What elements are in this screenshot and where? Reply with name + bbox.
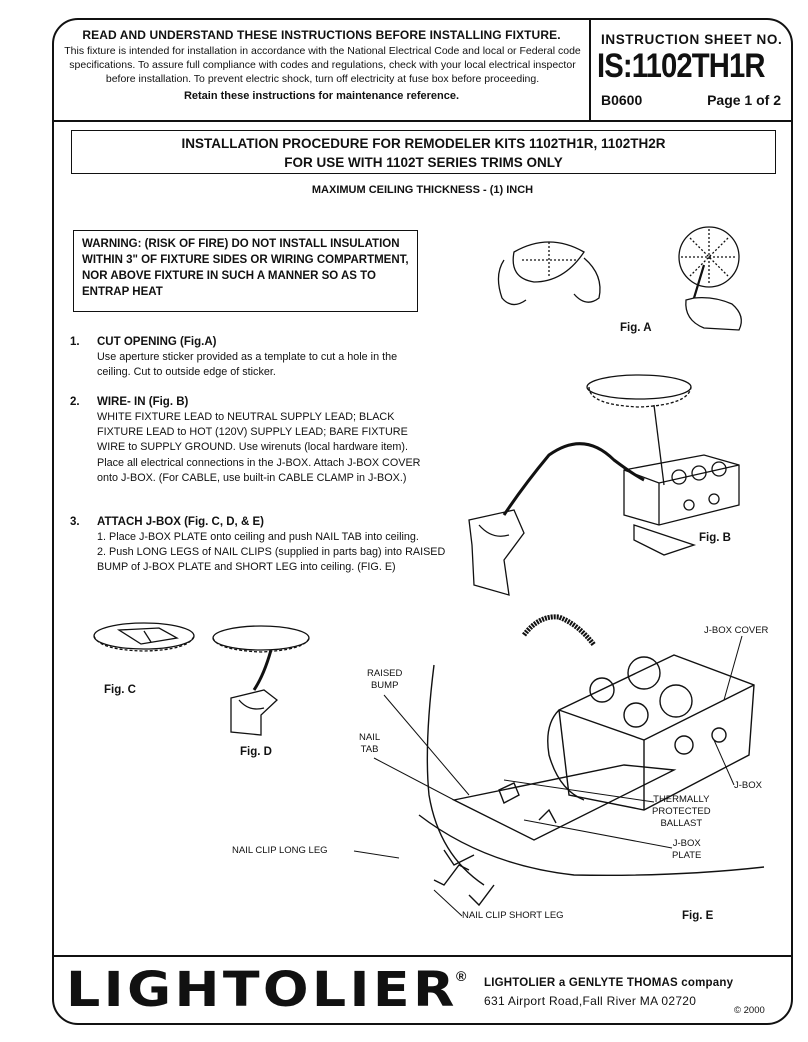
callout-raised-bump: RAISED BUMP [367, 668, 403, 691]
step-number: 2. [70, 396, 80, 408]
title-line-1: INSTALLATION PROCEDURE FOR REMODELER KIT… [181, 136, 666, 151]
step-heading: ATTACH J-BOX (Fig. C, D, & E) [97, 516, 264, 528]
registered-mark: ® [456, 968, 467, 984]
fig-d-illustration [212, 625, 310, 736]
callout-ballast: THERMALLY PROTECTED BALLAST [652, 794, 711, 829]
fig-e-label: Fig. E [682, 910, 714, 922]
company-address: 631 Airport Road,Fall River MA 02720 [484, 994, 697, 1008]
page-indicator: Page 1 of 2 [707, 92, 781, 108]
fig-a-label: Fig. A [620, 322, 652, 334]
ceiling-thickness-note: MAXIMUM CEILING THICKNESS - (1) INCH [311, 184, 534, 196]
callout-jbox-plate: J-BOX PLATE [672, 838, 702, 861]
step-text: WHITE FIXTURE LEAD to NEUTRAL SUPPLY LEA… [97, 411, 421, 484]
step-text: 1. Place J-BOX PLATE onto ceiling and pu… [97, 531, 419, 543]
step-text: 2. Push LONG LEGS of NAIL CLIPS (supplie… [97, 546, 446, 574]
fig-b-illustration [468, 374, 740, 596]
callout-long-leg: NAIL CLIP LONG LEG [232, 845, 328, 856]
step-number: 1. [70, 336, 80, 348]
fig-b-label: Fig. B [699, 532, 731, 544]
step-heading: CUT OPENING (Fig.A) [97, 336, 217, 348]
step-wire-in: 2. WIRE- IN (Fig. B) WHITE FIXTURE LEAD … [70, 395, 430, 486]
step-heading: WIRE- IN (Fig. B) [97, 396, 189, 408]
procedure-title: INSTALLATION PROCEDURE FOR REMODELER KIT… [71, 130, 776, 174]
header-retain: Retain these instructions for maintenanc… [183, 90, 460, 102]
step-text: Use aperture sticker provided as a templ… [97, 351, 398, 379]
lightolier-logo: LIGHTOLIER [66, 962, 458, 1018]
sheet-number: IS:1102TH1R [597, 47, 766, 85]
fig-e-illustration [418, 614, 765, 907]
copyright-notice: © 2000 [734, 1005, 765, 1016]
company-name: LIGHTOLIER a GENLYTE THOMAS company [484, 977, 734, 989]
fire-warning: WARNING: (RISK OF FIRE) DO NOT INSTALL I… [73, 230, 418, 312]
fig-a-illustration [497, 226, 742, 331]
header-notice: READ AND UNDERSTAND THESE INSTRUCTIONS B… [54, 20, 591, 120]
step-attach-jbox: 3. ATTACH J-BOX (Fig. C, D, & E) 1. Plac… [70, 515, 450, 576]
fig-c-label: Fig. C [104, 684, 136, 696]
header-divider [54, 120, 791, 122]
callout-nail-tab: NAIL TAB [359, 732, 381, 755]
fig-c-illustration [93, 622, 195, 652]
title-line-2: FOR USE WITH 1102T SERIES TRIMS ONLY [284, 155, 563, 170]
step-cut-opening: 1. CUT OPENING (Fig.A) Use aperture stic… [70, 335, 430, 380]
fig-d-label: Fig. D [240, 746, 272, 758]
header-body: This fixture is intended for installatio… [64, 45, 581, 85]
instruction-sheet: READ AND UNDERSTAND THESE INSTRUCTIONS B… [52, 18, 793, 1025]
footer-divider [54, 955, 791, 957]
header-heading: READ AND UNDERSTAND THESE INSTRUCTIONS B… [82, 28, 561, 42]
callout-jbox: J-BOX [734, 780, 762, 791]
sheet-code: B0600 [601, 92, 643, 108]
sheet-label: INSTRUCTION SHEET NO. [601, 32, 783, 47]
callout-leader-lines [353, 635, 743, 917]
sheet-id-block: INSTRUCTION SHEET NO. IS:1102TH1R B0600 … [593, 20, 791, 120]
step-number: 3. [70, 516, 80, 528]
callout-short-leg: NAIL CLIP SHORT LEG [462, 910, 564, 921]
callout-jbox-cover: J-BOX COVER [704, 625, 769, 636]
